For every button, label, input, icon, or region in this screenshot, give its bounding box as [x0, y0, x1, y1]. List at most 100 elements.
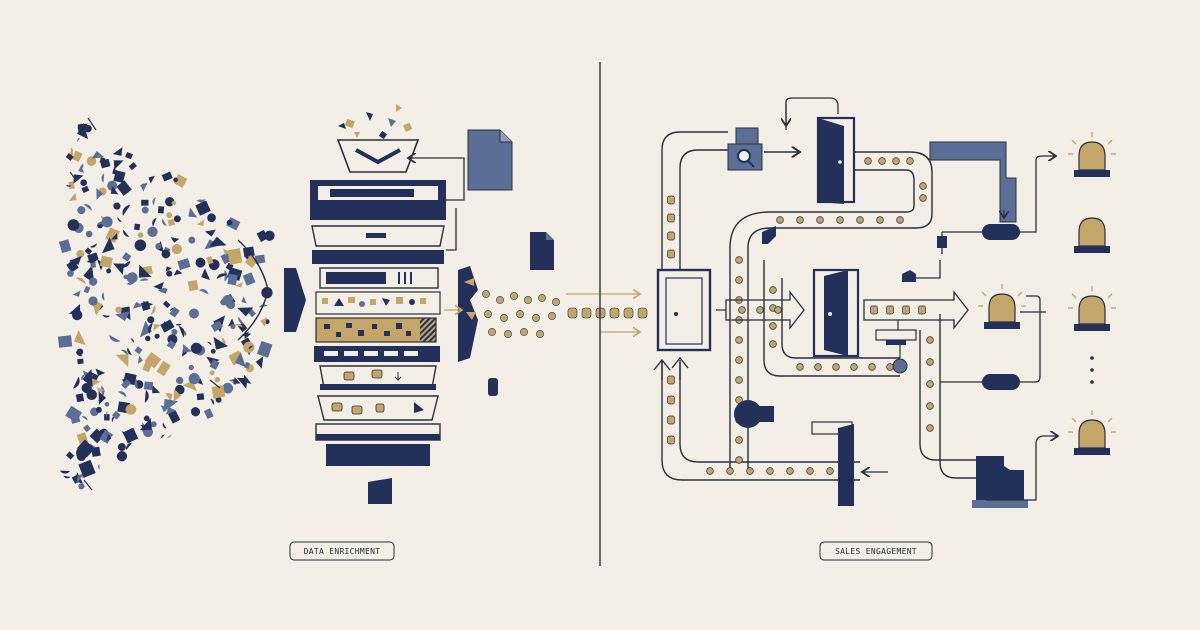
- fragment-shape-icon: [137, 355, 143, 365]
- fragment-shape-icon: [148, 175, 155, 184]
- alert-bells: [978, 132, 1116, 455]
- fragment-shape-icon: [109, 334, 121, 343]
- fragment-shape-icon: [134, 346, 143, 355]
- fragment-shape-icon: [59, 470, 71, 474]
- fragment-shape-icon: [161, 434, 166, 439]
- conveyor-item-icon: [726, 467, 734, 475]
- raw-data-fragments: [57, 117, 275, 491]
- conveyor-item-icon: [667, 435, 675, 445]
- conveyor-item-icon: [902, 305, 910, 315]
- fragment-shape-icon: [153, 281, 164, 290]
- fragment-shape-icon: [121, 378, 132, 390]
- distribution-pipe: [929, 141, 1020, 390]
- fragment-shape-icon: [161, 171, 173, 182]
- fragment-shape-icon: [144, 389, 149, 403]
- fragment-shape-icon: [155, 243, 162, 250]
- fragment-shape-icon: [81, 185, 90, 194]
- fragment-shape-icon: [96, 387, 105, 393]
- fragment-shape-icon: [165, 392, 173, 402]
- right-section-label: SALES ENGAGEMENT: [819, 541, 933, 561]
- fragment-shape-icon: [196, 393, 205, 401]
- fragment-shape-icon: [76, 473, 84, 484]
- fragment-shape-icon: [147, 316, 155, 324]
- conveyor-item-icon: [776, 216, 784, 224]
- fragment-shape-icon: [222, 382, 234, 394]
- fragment-shape-icon: [138, 264, 152, 278]
- bell-connectors: [986, 156, 1058, 501]
- conveyor-item-icon: [856, 216, 864, 224]
- fragment-shape-icon: [122, 205, 131, 216]
- fragment-shape-icon: [227, 248, 243, 265]
- fragment-shape-icon: [105, 227, 120, 243]
- conveyor-item-icon: [667, 395, 675, 405]
- fragment-shape-icon: [150, 304, 156, 315]
- fragment-shape-icon: [83, 285, 91, 294]
- fragment-shape-icon: [115, 354, 129, 368]
- fragment-shape-icon: [95, 368, 106, 377]
- conveyor-item-icon: [876, 216, 884, 224]
- conveyor-item-icon: [667, 249, 675, 259]
- fragment-shape-icon: [189, 308, 200, 319]
- conveyor-item-icon: [926, 358, 934, 366]
- fragment-shape-icon: [123, 229, 130, 237]
- fragment-shape-icon: [141, 206, 149, 214]
- fragment-shape-icon: [166, 270, 173, 277]
- fragment-shape-icon: [101, 292, 105, 301]
- fragment-shape-icon: [156, 360, 171, 377]
- conveyor-item-icon: [926, 424, 934, 432]
- fragment-shape-icon: [63, 475, 71, 479]
- alarm-bell-icon: [978, 284, 1026, 329]
- fragment-shape-icon: [166, 340, 177, 350]
- fragment-shape-icon: [75, 277, 86, 285]
- fragment-shape-icon: [111, 410, 121, 420]
- fragment-shape-icon: [73, 329, 86, 346]
- conveyor-track: [661, 131, 976, 481]
- fragment-shape-icon: [88, 277, 98, 286]
- fragment-shape-icon: [173, 174, 188, 188]
- fragment-shape-icon: [171, 200, 177, 206]
- conveyor-item-icon: [919, 182, 927, 190]
- door-icon: [812, 268, 860, 358]
- left-section-label: DATA ENRICHMENT: [289, 541, 395, 561]
- conveyor-item-icon: [735, 436, 743, 444]
- fragment-shape-icon: [99, 429, 114, 444]
- fragment-shape-icon: [238, 316, 244, 325]
- fragment-shape-icon: [224, 270, 228, 282]
- document-icon: [530, 232, 554, 270]
- conveyor-item-icon: [667, 231, 675, 241]
- fragment-shape-icon: [248, 345, 254, 350]
- fragment-shape-icon: [101, 216, 113, 228]
- fragment-shape-icon: [121, 431, 133, 445]
- conveyor-item-icon: [667, 415, 675, 425]
- fragment-shape-icon: [163, 398, 179, 413]
- magnifier-icon: [727, 127, 763, 171]
- fragment-shape-icon: [184, 330, 187, 337]
- fragment-shape-icon: [167, 218, 176, 227]
- alarm-bell-icon: [1074, 217, 1110, 253]
- fragment-shape-icon: [222, 248, 232, 255]
- fragment-shape-icon: [256, 340, 273, 358]
- fragment-shape-icon: [235, 282, 243, 288]
- fragment-shape-icon: [152, 217, 157, 227]
- fragment-shape-icon: [101, 237, 115, 254]
- alarm-bell-icon: [1068, 286, 1116, 331]
- fragment-shape-icon: [190, 407, 201, 417]
- fragment-shape-icon: [173, 215, 181, 223]
- conveyor-item-icon: [746, 467, 754, 475]
- pump-icon: [734, 400, 774, 428]
- fragment-shape-icon: [204, 229, 216, 237]
- fragment-shape-icon: [139, 418, 152, 431]
- conveyor-item-icon: [786, 467, 794, 475]
- fragment-shape-icon: [137, 232, 144, 238]
- fragment-shape-icon: [95, 406, 102, 413]
- fragment-shape-icon: [77, 137, 81, 142]
- fragment-shape-icon: [216, 273, 228, 279]
- fragment-shape-icon: [86, 156, 97, 166]
- fragment-shape-icon: [134, 239, 147, 252]
- fragment-shape-icon: [132, 301, 144, 309]
- fragment-shape-icon: [188, 364, 194, 371]
- fragment-shape-icon: [83, 479, 93, 491]
- fragment-shape-icon: [111, 232, 118, 240]
- fragment-shape-icon: [110, 185, 119, 195]
- conveyor-item-icon: [735, 256, 743, 264]
